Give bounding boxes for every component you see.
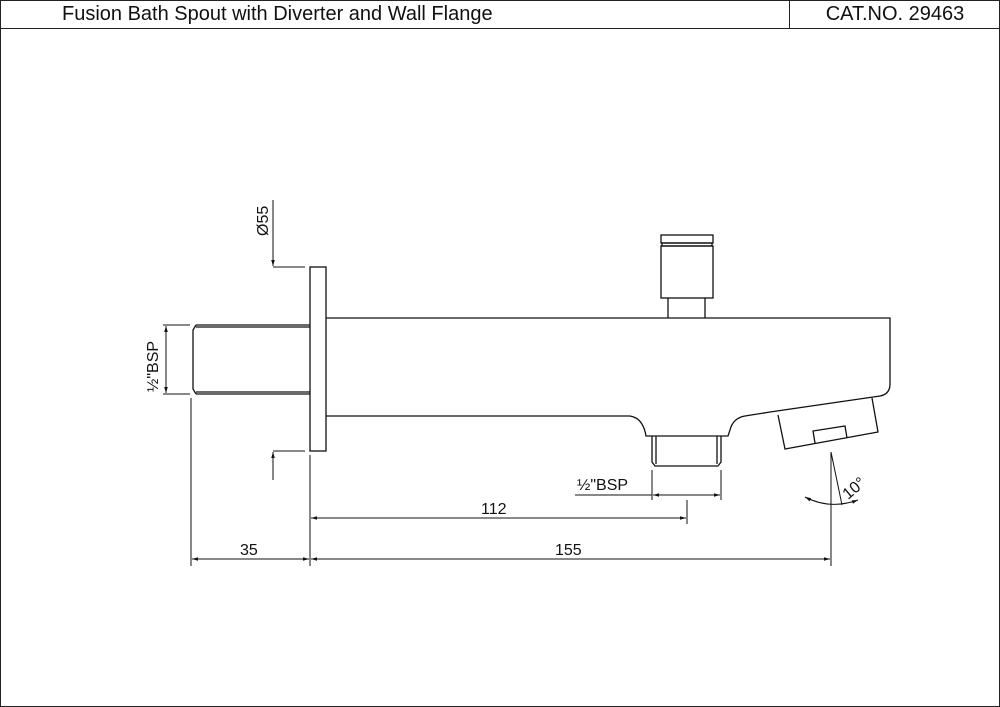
aerator-outlet [777,397,879,450]
product-title: Fusion Bath Spout with Diverter and Wall… [0,0,790,28]
outlet-thread-label: ½"BSP [577,477,628,494]
outlet-thread [651,436,722,467]
outlet-angle-label: 10° [840,474,869,503]
catalog-number: CAT.NO. 29463 [825,3,965,25]
diverter-knob [660,234,714,318]
wall-flange [309,266,327,452]
inlet-length-label: 35 [240,542,258,559]
inlet-pipe [192,324,310,395]
title-block: Fusion Bath Spout with Diverter and Wall… [0,0,1000,29]
flange-diameter-label: Ø55 [255,206,272,236]
spout-projection-label: 155 [555,542,582,559]
inlet-thread-label: ½"BSP [145,341,162,392]
spout-body [326,317,891,437]
diverter-offset-label: 112 [481,501,507,518]
